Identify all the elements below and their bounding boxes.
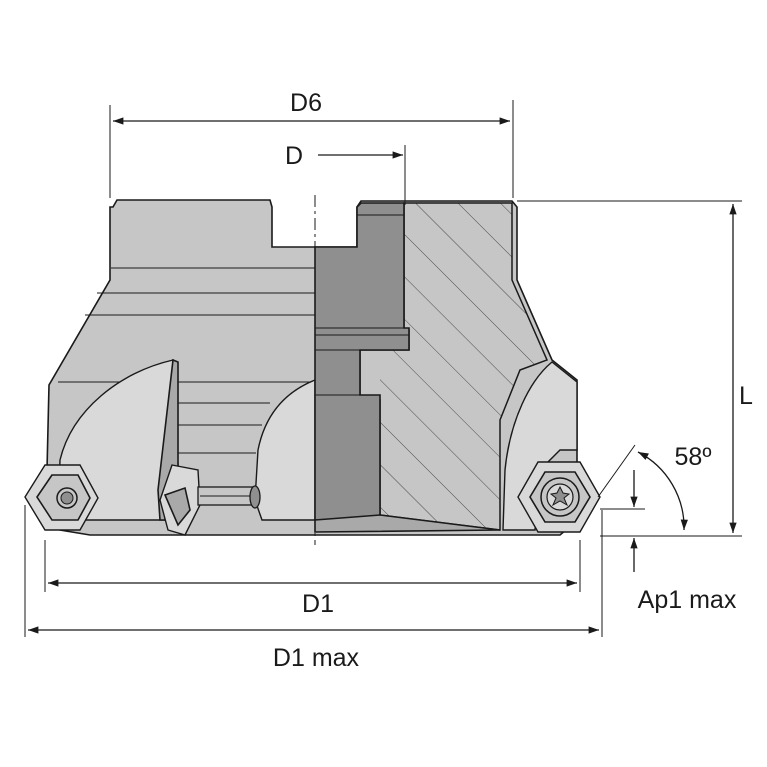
torx-icon — [549, 485, 571, 507]
dim-angle: 58º — [597, 443, 712, 531]
label-angle: 58º — [675, 443, 712, 471]
label-d1: D1 — [302, 590, 334, 618]
label-l: L — [739, 382, 753, 410]
dim-d: D — [285, 142, 406, 205]
dim-l: L — [517, 200, 753, 537]
dim-d6: D6 — [109, 89, 514, 198]
label-d1-max: D1 max — [273, 644, 360, 672]
dim-d1: D1 — [44, 540, 581, 618]
label-d6: D6 — [290, 89, 322, 117]
chip-pocket-right — [502, 361, 578, 531]
insert-screw — [249, 485, 261, 509]
dim-ap1: Ap1 max — [600, 470, 737, 614]
section-view — [314, 202, 601, 533]
dim-d1-max: D1 max — [24, 505, 603, 672]
label-ap1-max: Ap1 max — [638, 586, 737, 614]
label-d: D — [285, 142, 303, 170]
